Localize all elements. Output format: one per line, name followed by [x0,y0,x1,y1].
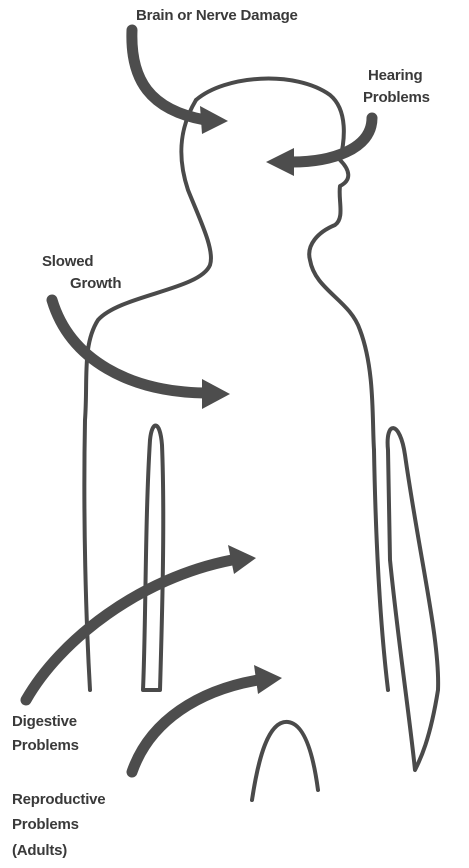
label-slowed-growth-line2: Growth [70,274,121,293]
reproductive-arrowhead [254,665,282,694]
growth-arrow-shaft [52,300,205,393]
label-reproductive-problems-line3: (Adults) [12,841,67,860]
hearing-arrowhead [266,148,294,176]
label-reproductive-problems-line2: Problems [12,815,79,834]
right-arm-outline [388,428,439,770]
digestive-arrow-shaft [26,560,232,700]
brain-arrowhead [200,106,228,134]
label-slowed-growth-line1: Slowed [42,252,93,271]
groin-outline [252,722,318,800]
label-brain-nerve-damage: Brain or Nerve Damage [136,6,298,25]
label-hearing-problems-line1: Hearing [368,66,422,85]
left-arm-outline [143,426,163,690]
right-torso-outline [374,450,388,690]
label-digestive-problems-line1: Digestive [12,712,77,731]
reproductive-arrow-shaft [132,680,258,772]
label-digestive-problems-line2: Problems [12,736,79,755]
hearing-arrow-shaft [292,118,372,162]
growth-arrowhead [202,379,230,409]
label-hearing-problems-line2: Problems [363,88,430,107]
digestive-arrowhead [228,545,256,574]
label-reproductive-problems-line1: Reproductive [12,790,105,809]
